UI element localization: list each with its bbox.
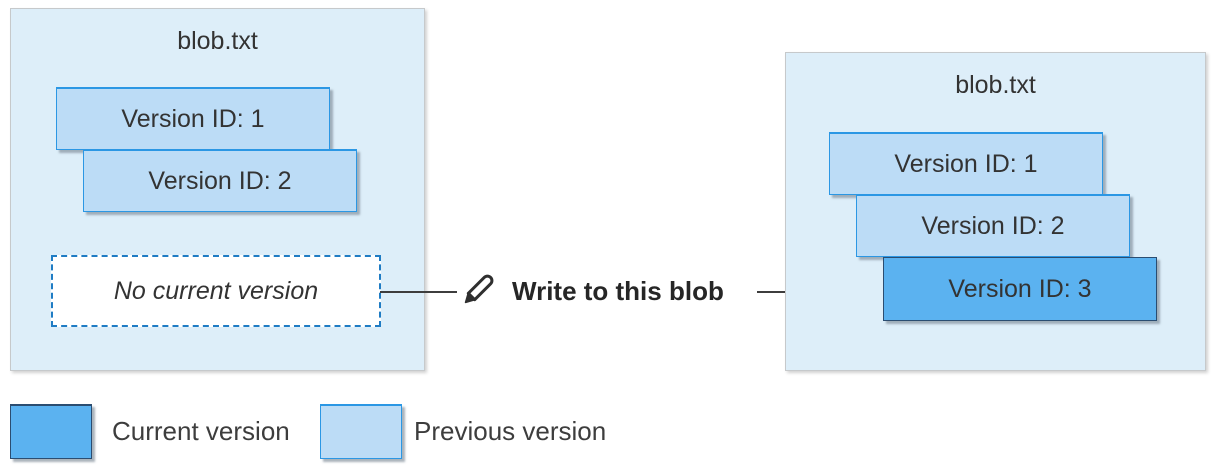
version-card-previous: Version ID: 1 [56,87,330,150]
no-current-version-box: No current version [51,255,381,327]
blob-container-before: blob.txt Version ID: 1 Version ID: 2 No … [10,8,425,371]
legend-label-previous: Previous version [414,416,607,446]
version-card-previous: Version ID: 1 [829,132,1103,195]
version-card-previous: Version ID: 2 [856,194,1130,257]
connector-line [380,291,457,293]
version-card-label: Version ID: 1 [894,149,1038,178]
legend-label-current: Current version [112,416,290,446]
blob-title: blob.txt [955,71,1036,99]
pencil-icon [464,274,494,304]
legend-swatch-previous [320,404,402,459]
version-card-label: Version ID: 3 [948,274,1092,303]
blob-container-after: blob.txt Version ID: 1 Version ID: 2 Ver… [785,52,1206,371]
version-card-label: Version ID: 2 [148,166,292,195]
blob-title: blob.txt [177,27,258,55]
version-card-label: Version ID: 2 [921,211,1065,240]
no-current-version-label: No current version [113,276,319,305]
version-card-previous: Version ID: 2 [83,149,357,212]
version-card-current: Version ID: 3 [883,257,1157,321]
write-action-label: Write to this blob [512,276,724,306]
legend-swatch-current [10,404,92,459]
version-card-label: Version ID: 1 [121,104,265,133]
